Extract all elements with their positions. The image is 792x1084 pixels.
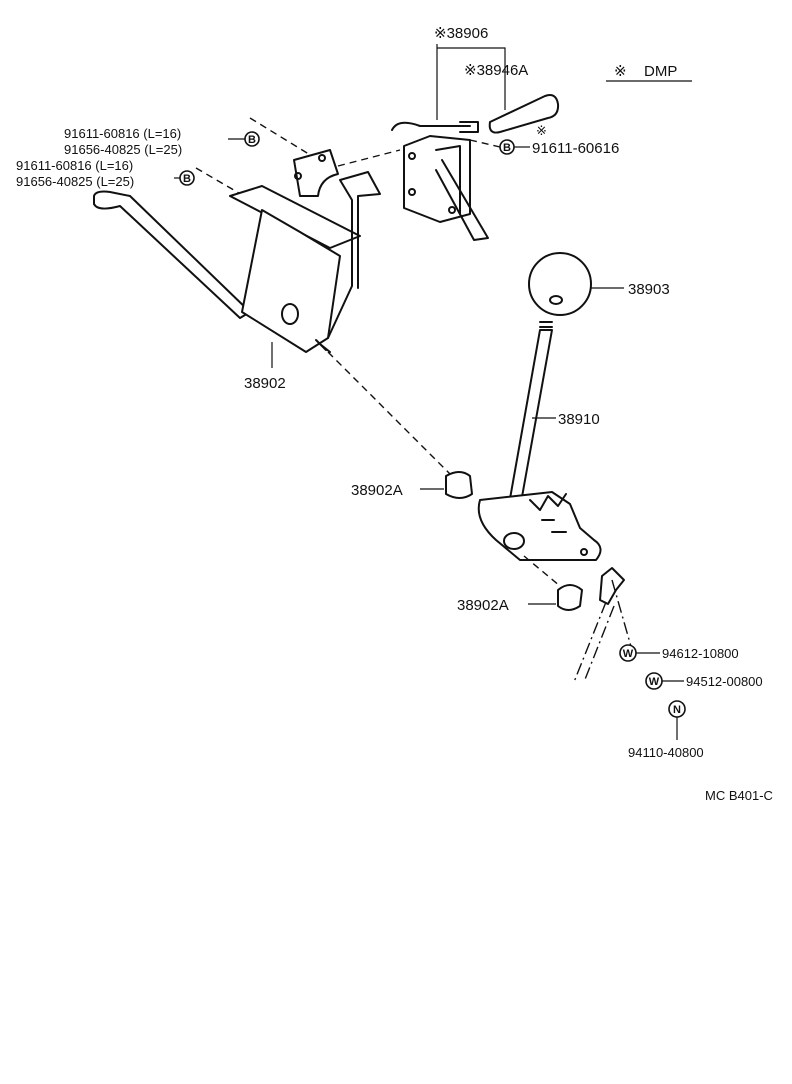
legend-text: DMP [644,63,677,80]
label-94512-00800: 94512-00800 [686,674,763,689]
lever-thread [539,321,553,328]
shift-lever-38910 [477,321,602,561]
dash-bolt-3 [195,167,245,197]
gate-slots [529,493,567,533]
bolt-symbol-2-letter: B [248,134,256,146]
label-94612-10800: 94612-10800 [662,646,739,661]
bolt-symbol-3-letter: B [183,173,191,185]
lever-rod [507,329,553,511]
pin-centerline [611,579,633,651]
dash-lower-bushing [523,555,561,587]
knob-thread-hole [549,295,563,305]
bracket-hole-1 [408,152,416,160]
label-38946A: ※38946A [464,62,528,79]
bolt-symbol-1-letter: B [503,142,511,154]
upper-rod [391,121,471,131]
bracket-side [327,171,381,339]
label-38903: 38903 [628,281,670,298]
label-38906: ※38906 [434,25,488,42]
label-91656-40825-b: 91656-40825 (L=25) [16,174,134,189]
bracket-38902 [93,149,381,353]
linkage-rod-centerline [573,601,615,683]
bracket-ear [293,149,339,197]
ear-hole-2 [294,172,302,180]
dash-bolt-2 [249,117,313,157]
bracket-boss [281,303,299,325]
bracket-hole-3 [448,206,456,214]
legend: ※ DMP [606,63,692,82]
label-38902: 38902 [244,375,286,392]
lever-pivot-boss [503,532,525,550]
bushing-top [445,471,473,499]
label-94110-40800: 94110-40800 [628,745,704,760]
shift-knob-ball [528,252,592,316]
bracket-hole-2 [408,188,416,196]
plate-hole [580,548,588,556]
rod-thread [459,121,479,133]
label-38910: 38910 [558,411,600,428]
pivot-pin [315,339,331,353]
washer-symbol-1-letter: W [623,648,634,660]
label-38902A-top: 38902A [351,482,403,499]
upper-bracket-arm [435,145,489,241]
leader-38906 [436,44,506,120]
dash-91611-60616 [469,139,501,148]
dash-bracket-link [337,149,401,167]
bushing-bottom [557,584,583,611]
label-star-mark: ※ [536,123,547,138]
washer-symbol-2-letter: W [649,676,660,688]
bracket-arm [93,190,251,319]
label-91611-60816-b: 91611-60816 (L=16) [16,158,133,173]
upper-shift-assembly [391,121,489,241]
nut-symbol-letter: N [673,704,681,716]
figure-code: MC B401-C [705,788,773,803]
legend-marker: ※ [614,63,627,80]
ear-hole [318,154,326,162]
label-38902A-bottom: 38902A [457,597,509,614]
dash-pivot [327,351,451,475]
label-91611-60816-a: 91611-60816 (L=16) [64,126,181,141]
linkage-clevis [599,567,625,605]
label-91656-40825-a: 91656-40825 (L=25) [64,142,182,157]
shift-knob-small [488,94,560,134]
label-91611-60616: 91611-60616 [532,140,619,157]
